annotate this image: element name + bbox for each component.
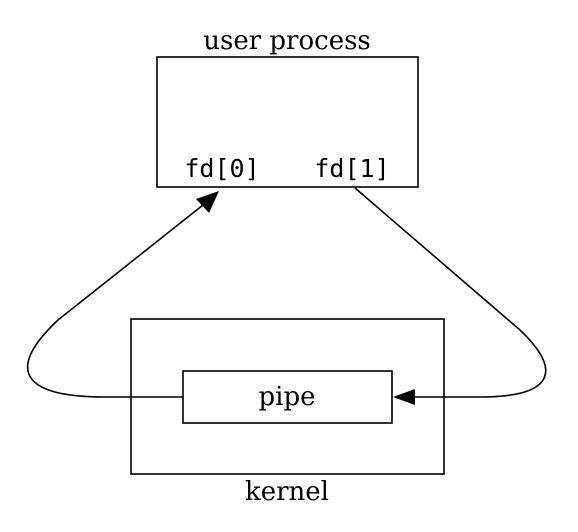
read-arrowhead-icon xyxy=(196,191,219,213)
kernel-label: kernel xyxy=(245,477,329,507)
write-flow-line xyxy=(354,187,547,398)
fd1-label: fd[1] xyxy=(314,154,389,183)
write-arrowhead-icon xyxy=(393,389,415,405)
fd0-label: fd[0] xyxy=(184,154,259,183)
user-process-box xyxy=(156,56,419,188)
pipe-label: pipe xyxy=(259,382,316,412)
user-process-label: user process xyxy=(203,26,371,56)
read-flow-line xyxy=(27,204,204,398)
